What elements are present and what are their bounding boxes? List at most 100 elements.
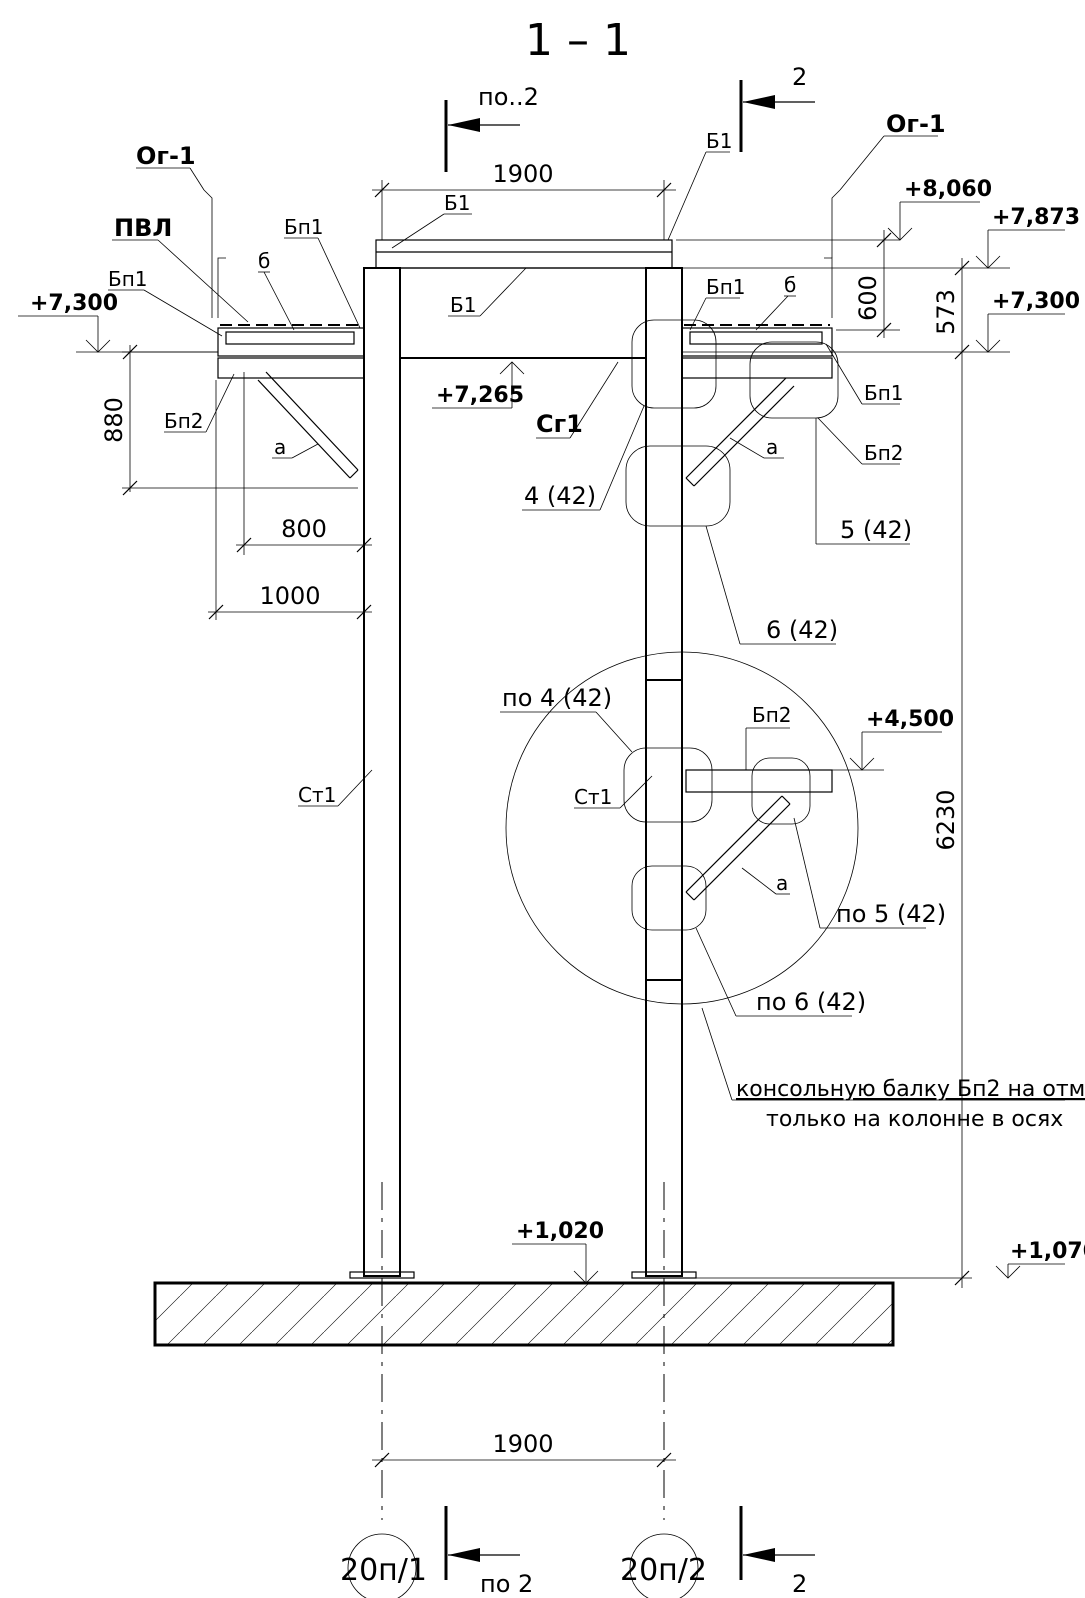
label-po4: по 4 (42) — [500, 684, 633, 753]
svg-text:600: 600 — [854, 275, 882, 321]
svg-text:1000: 1000 — [259, 582, 320, 610]
section-mark-right-top: 2 — [739, 63, 815, 152]
label-b1-top2: Б1 — [667, 129, 732, 241]
svg-text:Б1: Б1 — [450, 293, 476, 317]
svg-text:по..2: по..2 — [478, 83, 539, 111]
label-b1-top: Б1 — [391, 191, 472, 249]
dimension-800: 800 — [236, 372, 372, 555]
svg-text:1900: 1900 — [492, 1430, 553, 1458]
label-og1-right: Ог-1 — [839, 110, 946, 191]
svg-text:+8,060: +8,060 — [904, 177, 992, 202]
svg-text:Бп2: Бп2 — [864, 441, 904, 465]
label-b-right: б — [755, 273, 796, 331]
svg-text:5 (42): 5 (42) — [840, 516, 912, 544]
svg-text:+1,070: +1,070 — [1010, 1239, 1085, 1264]
svg-text:4 (42): 4 (42) — [524, 482, 596, 510]
axis-marker-left: 20п/1 — [340, 1533, 427, 1598]
dimension-880: 880 — [100, 344, 358, 496]
svg-text:б: б — [784, 273, 796, 297]
svg-text:Бп1: Бп1 — [864, 381, 904, 405]
svg-text:по 5 (42): по 5 (42) — [836, 900, 946, 928]
svg-text:20п/2: 20п/2 — [620, 1553, 707, 1588]
label-po5: по 5 (42) — [793, 817, 946, 929]
svg-text:2: 2 — [792, 1570, 807, 1598]
fence-left — [203, 189, 213, 318]
label-bp2-left: Бп2 — [164, 373, 235, 433]
svg-text:а: а — [274, 435, 286, 459]
dimension-600: 600 — [676, 230, 900, 338]
svg-text:Ст1: Ст1 — [574, 785, 612, 809]
top-beam-b1 — [375, 239, 673, 359]
elevation-7873: +7,873 — [975, 205, 1080, 269]
dimension-1900-bottom: 1900 — [372, 1430, 676, 1468]
label-bp2-right: Бп2 — [817, 417, 904, 465]
axis-marker-right: 20п/2 — [620, 1533, 707, 1598]
elevation-7300-right: +7,300 — [975, 289, 1080, 353]
label-b1-mid: Б1 — [448, 267, 527, 317]
label-a-right: а — [729, 435, 784, 459]
svg-text:Сг1: Сг1 — [536, 410, 583, 438]
column-left — [349, 267, 415, 1279]
svg-text:по 6 (42): по 6 (42) — [756, 988, 866, 1016]
svg-text:консольную балку Бп2 на отм: консольную балку Бп2 на отм — [736, 1077, 1085, 1102]
section-mark-right-bottom: 2 — [739, 1506, 815, 1598]
label-node-6: 6 (42) — [705, 525, 838, 645]
label-og1-left: Ог-1 — [136, 142, 205, 191]
svg-text:+7,300: +7,300 — [992, 289, 1080, 314]
label-b-left: б — [258, 249, 295, 331]
svg-text:+4,500: +4,500 — [866, 707, 954, 732]
svg-text:6230: 6230 — [932, 789, 960, 850]
label-bp2-detail: Бп2 — [745, 703, 792, 770]
detail-circle — [505, 651, 859, 1005]
label-node-5: 5 (42) — [815, 418, 912, 545]
svg-text:Ст1: Ст1 — [298, 783, 336, 807]
label-po6: по 6 (42) — [695, 927, 866, 1017]
svg-text:Бп1: Бп1 — [706, 275, 746, 299]
foundation-slab — [153, 1281, 895, 1347]
svg-text:по 2: по 2 — [480, 1570, 533, 1598]
svg-text:ПВЛ: ПВЛ — [114, 214, 172, 242]
svg-text:по 4 (42): по 4 (42) — [502, 684, 612, 712]
svg-text:+1,020: +1,020 — [516, 1219, 604, 1244]
left-platform — [217, 257, 365, 479]
section-mark-left-bottom: по 2 — [444, 1506, 533, 1598]
svg-text:+7,265: +7,265 — [436, 383, 524, 408]
svg-text:а: а — [766, 435, 778, 459]
label-bp1-left: Бп1 — [108, 267, 223, 337]
elevation-1070: +1,070 — [995, 1239, 1085, 1279]
node-box-4 — [631, 319, 717, 409]
note: консольную балку Бп2 на отм только на ко… — [701, 1007, 1085, 1132]
elevation-1020: +1,020 — [512, 1219, 604, 1284]
svg-text:только на колонне в осях: только на колонне в осях — [766, 1107, 1063, 1132]
label-bp1-top-right: Бп1 — [689, 275, 746, 331]
svg-text:б: б — [258, 249, 270, 273]
svg-text:+7,300: +7,300 — [30, 291, 118, 316]
svg-text:а: а — [776, 871, 788, 895]
svg-text:Ог-1: Ог-1 — [136, 142, 196, 170]
section-title: 1 – 1 — [525, 15, 631, 66]
elevation-4500: +4,500 — [832, 707, 954, 771]
label-st1: Ст1 — [298, 769, 373, 807]
elevation-8060: +8,060 — [887, 177, 992, 241]
elevation-7300-left: +7,300 — [18, 291, 218, 353]
svg-text:573: 573 — [932, 289, 960, 335]
svg-text:6 (42): 6 (42) — [766, 616, 838, 644]
label-pvl: ПВЛ — [112, 214, 249, 323]
svg-text:Бп1: Бп1 — [108, 267, 148, 291]
dimension-1000: 1000 — [208, 380, 372, 620]
node-box-5 — [749, 341, 839, 419]
svg-text:20п/1: 20п/1 — [340, 1553, 427, 1588]
svg-text:Б1: Б1 — [706, 129, 732, 153]
dimension-1900-top: 1900 — [372, 160, 676, 240]
svg-text:Бп1: Бп1 — [284, 215, 324, 239]
section-mark-left-top: по..2 — [444, 83, 539, 172]
svg-text:800: 800 — [281, 515, 327, 543]
svg-text:880: 880 — [100, 397, 128, 443]
label-sg1: Сг1 — [536, 361, 619, 439]
label-bp1-right: Бп1 — [825, 343, 904, 405]
svg-text:Ог-1: Ог-1 — [886, 110, 946, 138]
svg-text:2: 2 — [792, 63, 807, 91]
label-bp1-top-left: Бп1 — [284, 215, 361, 329]
svg-text:Бп2: Бп2 — [752, 703, 792, 727]
